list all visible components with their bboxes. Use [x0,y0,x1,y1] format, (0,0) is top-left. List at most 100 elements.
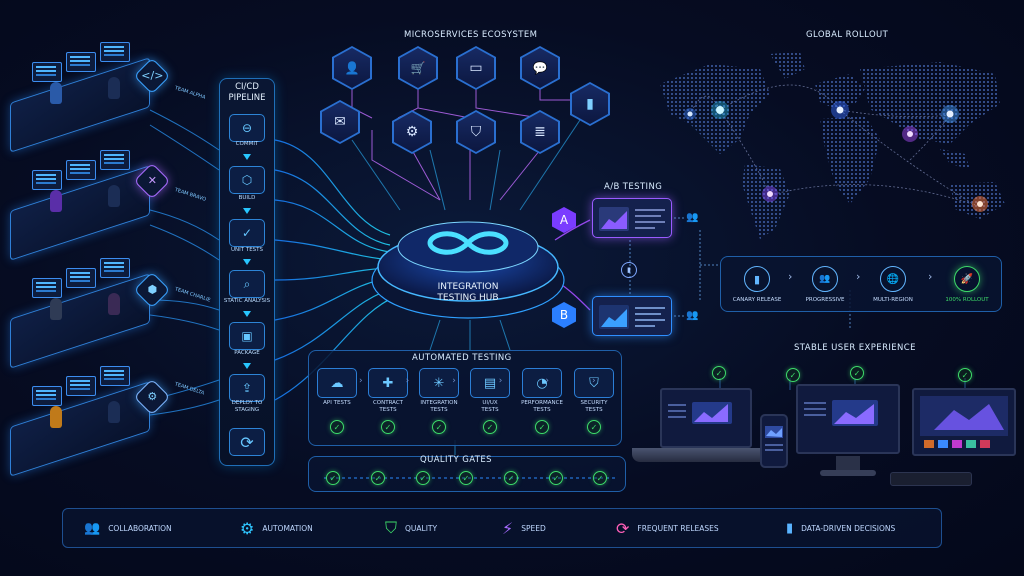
benefits-bar [62,508,942,548]
check-circle-icon: ✓ [241,226,253,240]
rollout-step-label: 100% ROLLOUT [945,297,989,303]
tv-box [890,472,972,486]
variant-b-chart [599,305,665,329]
service-database[interactable]: ≣ [520,110,560,154]
service-analytics[interactable]: ▮ [570,82,610,126]
lightning-icon: ⚡ [502,518,514,538]
flow-arrow [243,311,251,317]
monitor [66,52,96,72]
shield-check-icon: ⛉ [385,518,398,537]
benefit-automation: ⚙ AUTOMATION [240,516,313,540]
quality-gates-title: QUALITY GATES [420,455,492,465]
stage-label: UNIT TESTS [230,247,264,253]
multi-region-step[interactable]: 🌐 [880,266,906,292]
hub-title-line1: INTEGRATION [438,282,499,292]
monitor [100,258,130,278]
ui-ux-tests-card[interactable]: ▤ [470,368,510,398]
benefit-label: SPEED [521,523,546,533]
integration-tests-card[interactable]: ✳ [419,368,459,398]
check-icon: ✓ [535,420,549,434]
hub-title-line2: TESTING HUB [436,293,498,303]
team-alpha-workstation [10,42,150,153]
rollout-step-label: MULTI-REGION [873,297,913,303]
service-chat[interactable]: 💬 [520,46,560,90]
commit-icon: ⊖ [241,121,253,135]
pipeline-title-line2: PIPELINE [228,93,266,103]
laptop-base [632,448,772,462]
pipeline-title: CI/CD PIPELINE [219,82,275,104]
user-icon: 👤 [344,61,360,75]
global-rollout-title: GLOBAL ROLLOUT [806,30,889,40]
gear-icon: ⚙ [240,518,255,538]
package-icon: ▣ [241,329,253,343]
benefit-frequent-releases: ⟳ FREQUENT RELEASES [616,516,719,540]
monitor [66,376,96,396]
flow-arrow [243,208,251,214]
stage-build[interactable]: ⬡ [229,166,265,194]
chat-icon: 💬 [532,61,548,75]
check-icon: ✓ [326,471,340,485]
stage-label: PACKAGE [234,350,260,356]
benefit-label: FREQUENT RELEASES [637,523,719,533]
monitor [32,278,62,298]
api-tests-card[interactable]: ☁ [317,368,357,398]
variant-b-card[interactable] [592,296,672,336]
test-label: API TESTS [323,400,351,406]
full-rollout-step[interactable]: 🚀 [954,266,980,292]
test-label: SECURITY TESTS [580,400,608,413]
variant-a-card[interactable] [592,198,672,238]
stage-cycle[interactable]: ⟳ [229,428,265,456]
check-icon: ✓ [432,420,446,434]
stage-deploy-to-staging[interactable]: ⇪ [229,374,265,402]
security-tests-card[interactable]: ⛉ [574,368,614,398]
flow-arrow [243,363,251,369]
gauge-icon: ◔ [536,375,548,391]
check-icon: ✓ [371,471,385,485]
contract-tests-card[interactable]: ✚ [368,368,408,398]
mail-icon: ✉ [334,114,346,130]
check-icon: ✓ [483,420,497,434]
benefit-label: QUALITY [405,523,438,533]
benefit-speed: ⚡ SPEED [502,516,546,540]
magnifier-icon: ⌕ [243,276,251,291]
canary-release-step[interactable]: ▮ [744,266,770,292]
benefit-collaboration: 👥 COLLABORATION [84,516,172,540]
infinity-icon [427,231,509,255]
team-bravo-workstation [10,150,150,261]
users-icon: 👥 [819,274,831,284]
performance-tests-card[interactable]: ◔ [522,368,562,398]
database-icon: ≣ [534,124,546,140]
developer [50,298,62,320]
gear-icon: ⚙ [405,124,419,140]
monitor [66,268,96,288]
benefit-label: COLLABORATION [108,523,172,533]
world-map [660,52,1005,239]
chevron-right-icon: › [788,270,793,283]
check-icon: ✓ [786,368,800,382]
stage-package[interactable]: ▣ [229,322,265,350]
integration-testing-hub[interactable]: INTEGRATION TESTING HUB [368,195,568,325]
stage-unit-tests[interactable]: ✓ [229,219,265,247]
developer [108,401,120,423]
users-icon: 👥 [686,310,699,321]
monitor-foot [820,470,876,476]
puzzle-icon: ✚ [382,375,394,391]
stage-commit[interactable]: ⊖ [229,114,265,142]
stage-label: COMMIT [235,141,259,147]
stage-static-analysis[interactable]: ⌕ [229,270,265,298]
bar-chart-icon: ▮ [621,262,637,278]
progressive-step[interactable]: 👥 [812,266,838,292]
variant-a-chart [599,207,665,231]
pipeline-title-line1: CI/CD [235,82,259,92]
monitor [32,386,62,406]
test-label: PERFORMANCE TESTS [521,400,563,413]
window-icon: ▤ [483,375,497,391]
upload-icon: ⇪ [241,381,253,395]
desktop-screen [796,384,900,454]
bar-chart-icon: ▮ [753,272,761,286]
check-icon: ✓ [712,366,726,380]
laptop-screen [660,388,752,448]
people-icon: 👥 [84,520,101,536]
check-icon: ✓ [549,471,563,485]
check-icon: ✓ [593,471,607,485]
